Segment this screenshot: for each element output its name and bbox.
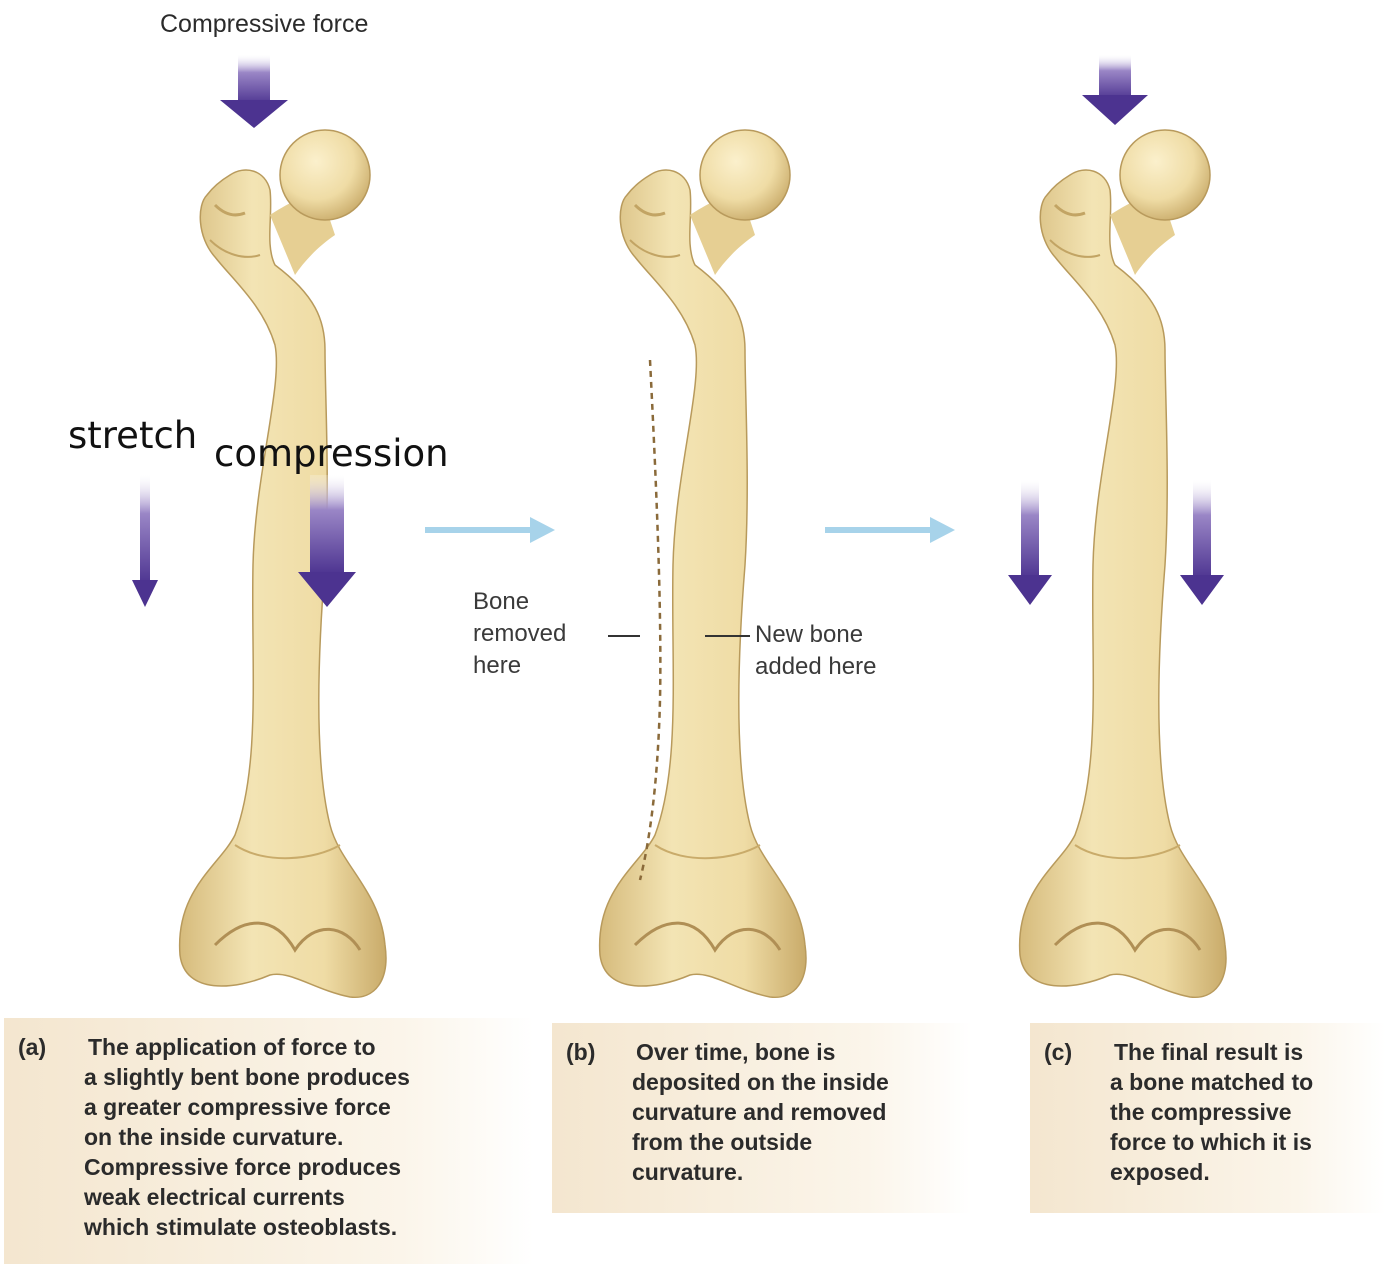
compressive-force-label: Compressive force	[160, 10, 368, 39]
femur-b	[600, 130, 806, 997]
side-arrow-c-left	[1008, 480, 1052, 605]
caption-letter: (a)	[18, 1032, 88, 1062]
stretch-label: stretch	[68, 414, 197, 457]
caption-line: a greater compressive force	[18, 1092, 524, 1122]
caption-b: (b)Over time, bone is deposited on the i…	[552, 1023, 972, 1213]
caption-line: curvature.	[566, 1157, 962, 1187]
caption-line: a bone matched to	[1044, 1067, 1376, 1097]
caption-line: weak electrical currents	[18, 1182, 524, 1212]
caption-letter: (b)	[566, 1037, 636, 1067]
caption-line: which stimulate osteoblasts.	[18, 1212, 524, 1242]
bone-removed-line: removed	[473, 618, 613, 650]
caption-a: (a)The application of force to a slightl…	[4, 1018, 534, 1264]
caption-c: (c)The final result is a bone matched to…	[1030, 1023, 1386, 1213]
caption-line: curvature and removed	[566, 1097, 962, 1127]
caption-line: from the outside	[566, 1127, 962, 1157]
caption-line: exposed.	[1044, 1157, 1376, 1187]
new-bone-added-label: New bone added here	[755, 619, 935, 683]
caption-line: The final result is	[1114, 1039, 1303, 1065]
bone-removed-line: here	[473, 650, 613, 682]
caption-line: on the inside curvature.	[18, 1122, 524, 1152]
bone-removed-label: Bone removed here	[473, 586, 613, 682]
caption-line: a slightly bent bone produces	[18, 1062, 524, 1092]
caption-line: the compressive	[1044, 1097, 1376, 1127]
caption-line: Compressive force produces	[18, 1152, 524, 1182]
stretch-arrow	[132, 475, 158, 607]
caption-letter: (c)	[1044, 1037, 1114, 1067]
compressive-force-arrow-c	[1082, 55, 1148, 125]
compression-label: compression	[214, 432, 449, 475]
new-bone-added-line: New bone	[755, 619, 935, 651]
side-arrow-c-right	[1180, 480, 1224, 605]
femur-a	[180, 130, 386, 997]
caption-line: Over time, bone is	[636, 1039, 835, 1065]
caption-line: The application of force to	[88, 1034, 376, 1060]
process-arrow-a-to-b	[425, 517, 555, 543]
bone-removed-line: Bone	[473, 586, 613, 618]
compressive-force-arrow-a	[220, 55, 288, 128]
caption-line: deposited on the inside	[566, 1067, 962, 1097]
new-bone-added-line: added here	[755, 651, 935, 683]
remodeling-dashed-line	[640, 360, 660, 880]
caption-line: force to which it is	[1044, 1127, 1376, 1157]
process-arrow-b-to-c	[825, 517, 955, 543]
